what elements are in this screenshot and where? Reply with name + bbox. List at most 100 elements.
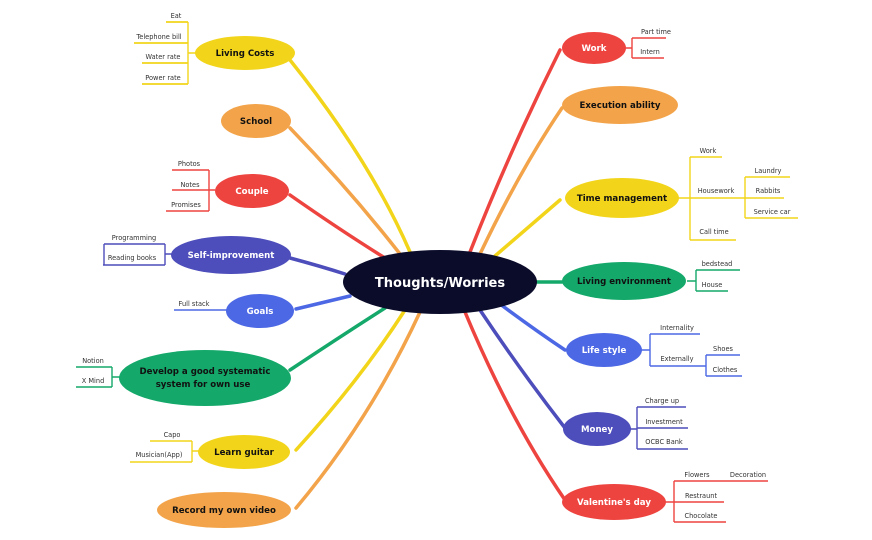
connector-develop-system xyxy=(288,306,387,372)
topic-label: Learn guitar xyxy=(214,448,275,458)
connector-couple xyxy=(288,193,387,260)
leaf-connectors-couple xyxy=(166,169,215,212)
leaf-part-time[interactable]: Part time xyxy=(641,28,671,36)
topic-school[interactable]: School xyxy=(221,104,291,138)
topic-label-line-2: system for own use xyxy=(156,380,251,390)
connector-time-management xyxy=(493,198,562,258)
connector-work xyxy=(468,48,562,254)
topic-node-shape xyxy=(171,236,291,274)
topic-develop-system[interactable]: Develop a good systematic system for own… xyxy=(76,350,291,406)
topic-node-shape xyxy=(565,178,679,218)
leaf-musician-app[interactable]: Musician(App) xyxy=(136,451,183,459)
center-node-shape xyxy=(343,250,537,314)
topic-work[interactable]: Work Part time Intern xyxy=(562,28,671,64)
topic-node-shape xyxy=(226,294,294,328)
leaf-investment[interactable]: Investment xyxy=(645,418,683,426)
leaf-intern[interactable]: Intern xyxy=(640,48,660,56)
topic-node-shape xyxy=(157,492,291,528)
connector-living-costs xyxy=(288,58,412,254)
connector-life-style xyxy=(498,302,567,352)
topic-node-shape xyxy=(562,86,678,124)
leaf-notes[interactable]: Notes xyxy=(180,181,200,189)
leaf-notion[interactable]: Notion xyxy=(82,357,104,365)
topic-self-improvement[interactable]: Self-improvement Programming Reading boo… xyxy=(103,234,291,274)
topic-node-shape xyxy=(215,174,289,208)
leaf-telephone-bill[interactable]: Telephone bill xyxy=(135,33,181,41)
topic-valentines[interactable]: Valentine's day Flowers Decoration Restr… xyxy=(562,471,768,523)
connector-learn-guitar xyxy=(294,308,407,452)
connector-money xyxy=(478,308,567,430)
connector-valentines xyxy=(463,310,567,502)
leaf-ocbc-bank[interactable]: OCBC Bank xyxy=(645,438,683,446)
topic-node-shape xyxy=(563,412,631,446)
topic-money[interactable]: Money Charge up Investment OCBC Bank xyxy=(563,397,688,450)
center-node[interactable]: Thoughts/Worries xyxy=(343,250,537,314)
leaf-tm-work[interactable]: Work xyxy=(700,147,717,155)
leaf-shoes[interactable]: Shoes xyxy=(713,345,733,353)
leaf-photos[interactable]: Photos xyxy=(178,160,201,168)
leaf-connectors-living-costs xyxy=(134,21,196,85)
leaf-restraunt[interactable]: Restraunt xyxy=(685,492,717,500)
connector-self-improvement xyxy=(288,256,347,276)
topic-goals[interactable]: Goals Full stack xyxy=(174,294,294,328)
leaf-housework[interactable]: Housework xyxy=(698,187,735,195)
leaf-capo[interactable]: Capo xyxy=(164,431,181,439)
topic-node-shape xyxy=(195,36,295,70)
topic-label: Couple xyxy=(235,187,268,197)
leaf-connectors-life-style xyxy=(640,333,742,377)
leaf-x-mind[interactable]: X Mind xyxy=(82,377,105,385)
leaf-call-time[interactable]: Call time xyxy=(699,228,728,236)
leaf-decoration[interactable]: Decoration xyxy=(730,471,766,479)
leaf-chocolate[interactable]: Chocolate xyxy=(685,512,718,520)
leaf-externally[interactable]: Externally xyxy=(660,355,693,363)
topic-execution[interactable]: Execution ability xyxy=(562,86,678,124)
leaf-promises[interactable]: Promises xyxy=(171,201,201,209)
connector-goals xyxy=(294,294,352,311)
leaf-flowers[interactable]: Flowers xyxy=(684,471,710,479)
leaf-charge-up[interactable]: Charge up xyxy=(645,397,679,405)
topic-life-style[interactable]: Life style Internality Externally Shoes … xyxy=(566,324,742,377)
leaf-water-rate[interactable]: Water rate xyxy=(146,53,181,61)
connector-execution xyxy=(478,106,564,256)
leaf-internality[interactable]: Internality xyxy=(660,324,694,332)
leaf-eat[interactable]: Eat xyxy=(171,12,182,20)
leaf-connectors-develop-system xyxy=(76,366,120,388)
leaf-service-car[interactable]: Service car xyxy=(754,208,791,216)
topic-living-costs[interactable]: Living Costs Eat Telephone bill Water ra… xyxy=(134,12,295,85)
leaf-laundry[interactable]: Laundry xyxy=(755,167,782,175)
topic-living-environment[interactable]: Living environment bedstead House xyxy=(562,260,740,300)
center-connectors xyxy=(288,48,567,510)
center-node-label: Thoughts/Worries xyxy=(375,276,505,291)
leaf-connectors-learn-guitar xyxy=(130,440,199,463)
leaf-clothes[interactable]: Clothes xyxy=(713,366,738,374)
topic-label: Living environment xyxy=(577,277,671,287)
leaf-connectors-valentines xyxy=(662,480,768,523)
topic-node-shape xyxy=(562,262,686,300)
topic-couple[interactable]: Couple Photos Notes Promises xyxy=(166,160,289,212)
leaf-full-stack[interactable]: Full stack xyxy=(179,300,210,308)
topic-time-management[interactable]: Time management Work Housework Call time… xyxy=(565,147,798,241)
leaf-connectors-work xyxy=(624,37,666,59)
topic-label: Time management xyxy=(577,194,667,204)
topic-label: Living Costs xyxy=(216,49,275,59)
topic-label: Self-improvement xyxy=(188,251,275,261)
leaf-connectors-time-management xyxy=(676,156,798,241)
connector-school xyxy=(288,126,402,256)
leaf-connectors-money xyxy=(630,406,688,450)
leaf-rabbits[interactable]: Rabbits xyxy=(756,187,781,195)
topic-label: Life style xyxy=(582,346,627,356)
leaf-reading-books[interactable]: Reading books xyxy=(108,254,157,262)
connector-record-video xyxy=(294,310,422,510)
leaf-bedstead[interactable]: bedstead xyxy=(702,260,733,268)
topic-node-shape xyxy=(221,104,291,138)
topic-learn-guitar[interactable]: Learn guitar Capo Musician(App) xyxy=(130,431,290,469)
topic-node-shape xyxy=(198,435,290,469)
topic-record-video[interactable]: Record my own video xyxy=(157,492,291,528)
topic-label-line-1: Develop a good systematic xyxy=(140,367,271,377)
topic-node-shape xyxy=(566,333,642,367)
topic-label: Execution ability xyxy=(579,101,660,111)
leaf-power-rate[interactable]: Power rate xyxy=(145,74,180,82)
leaf-house[interactable]: House xyxy=(702,281,723,289)
leaf-programming[interactable]: Programming xyxy=(112,234,156,242)
